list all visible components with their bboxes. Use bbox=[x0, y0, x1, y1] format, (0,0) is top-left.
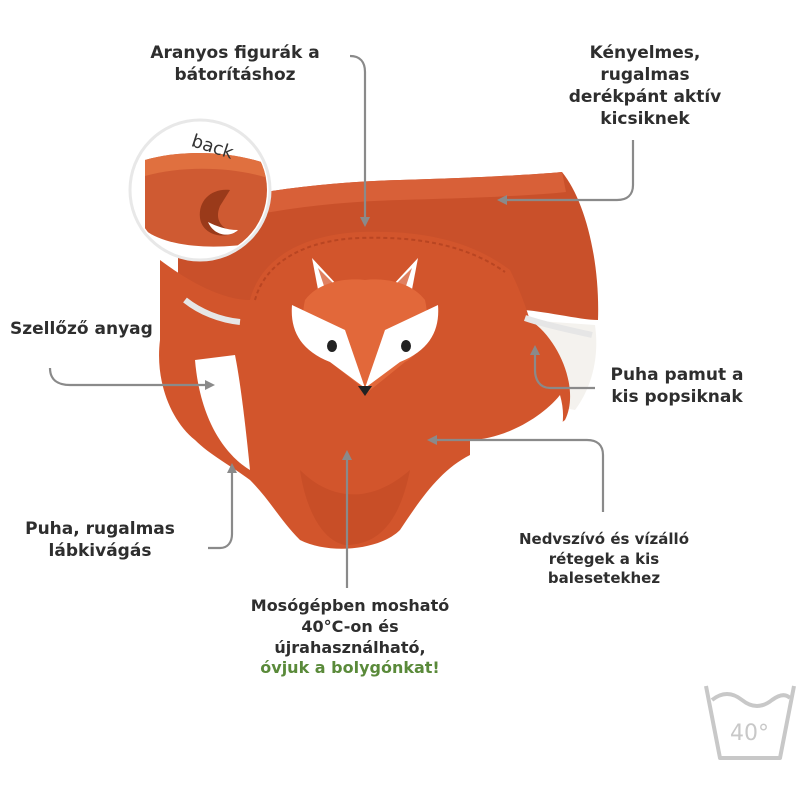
label-washable-line: Mosógépben mosható bbox=[250, 596, 450, 615]
label-absorbent-line: rétegek a kis bbox=[548, 549, 660, 568]
label-figures-line: bátorításhoz bbox=[174, 65, 296, 86]
label-washable-line: újrahasználható, bbox=[274, 637, 426, 657]
crotch-shading bbox=[300, 470, 410, 545]
label-absorbent-line: balesetekhez bbox=[547, 569, 661, 587]
label-planet-highlight: óvjuk a bolygónkat! bbox=[260, 658, 440, 678]
label-breathable: Szellőző anyag bbox=[0, 318, 190, 340]
label-breathable-line: Szellőző anyag bbox=[10, 319, 153, 339]
wash-40-icon: 40° bbox=[704, 685, 796, 760]
label-waistband-line: rugalmas bbox=[600, 65, 690, 86]
label-machine-washable: Mosógépben mosható 40°C-on és újrahaszná… bbox=[230, 596, 470, 679]
arrow-labkivagas bbox=[208, 463, 237, 550]
arrow-figurak bbox=[349, 54, 370, 227]
label-absorbent-layers: Nedvszívó és vízálló rétegek a kis bales… bbox=[498, 530, 710, 589]
label-leg-opening: Puha, rugalmas lábkivágás bbox=[0, 518, 200, 562]
wash-temperature: 40° bbox=[730, 721, 769, 746]
training-pants bbox=[159, 172, 599, 549]
arrow-nedvszivo bbox=[427, 435, 605, 512]
label-absorbent-line: Nedvszívó és vízálló bbox=[518, 530, 690, 548]
label-figures: Aranyos figurák a bátorításhoz bbox=[120, 42, 350, 86]
arrow-derekpant bbox=[497, 140, 635, 205]
label-leg-opening-line: lábkivágás bbox=[48, 541, 152, 562]
label-waistband-line: Kényelmes, bbox=[589, 43, 701, 63]
back-view-inset: back bbox=[128, 118, 272, 262]
label-waistband-line: kicsiknek bbox=[600, 109, 690, 130]
stitching bbox=[254, 236, 506, 301]
leg-trim-right bbox=[524, 315, 593, 338]
waistband bbox=[178, 172, 566, 232]
leg-opening-right bbox=[470, 395, 564, 473]
label-soft-cotton: Puha pamut a kis popsiknak bbox=[592, 364, 762, 408]
label-soft-cotton-line: kis popsiknak bbox=[611, 387, 743, 408]
label-washable-line: 40°C-on és bbox=[301, 616, 399, 636]
fox-face-icon bbox=[291, 258, 439, 396]
callout-arrows bbox=[48, 54, 635, 588]
label-figures-line: Aranyos figurák a bbox=[150, 43, 320, 63]
label-leg-opening-line: Puha, rugalmas bbox=[25, 519, 175, 539]
arrow-pamut bbox=[530, 345, 595, 390]
leg-trim-left bbox=[183, 297, 241, 325]
arrow-szellozo bbox=[48, 367, 215, 390]
label-waistband: Kényelmes, rugalmas derékpánt aktív kics… bbox=[545, 42, 745, 130]
label-soft-cotton-line: Puha pamut a bbox=[610, 365, 744, 385]
label-waistband-line: derékpánt aktív bbox=[568, 87, 722, 108]
